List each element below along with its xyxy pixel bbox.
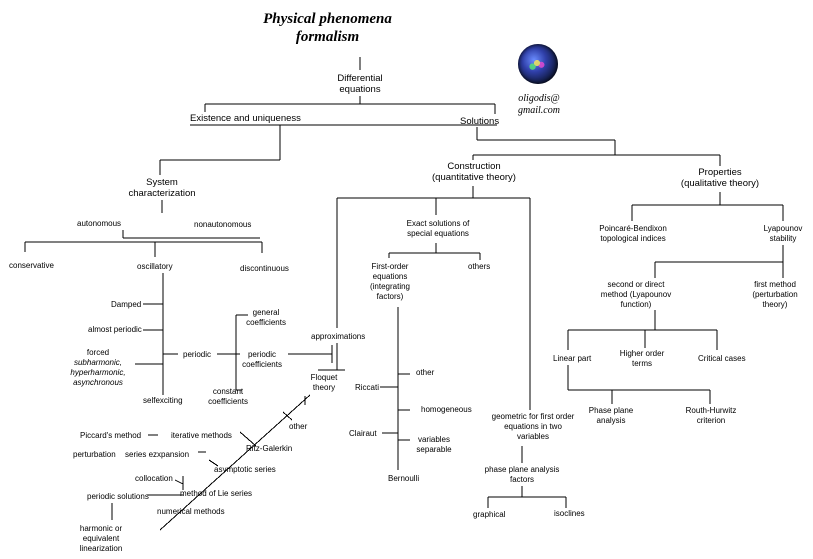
- diagram-title: Physical phenomena formalism: [230, 10, 425, 46]
- node-linear-part: Linear part: [553, 354, 592, 363]
- node-variables-separable: variables separable: [416, 435, 452, 454]
- node-autonomous: autonomous: [77, 219, 122, 228]
- node-perturbation: perturbation: [73, 450, 116, 459]
- node-construction: Construction (quantitative theory): [432, 161, 516, 183]
- node-forced: forced subharmonic, hyperharmonic, async…: [70, 348, 126, 387]
- node-periodic-coefficients: periodic coefficients: [242, 350, 282, 369]
- node-solutions: Solutions: [460, 116, 500, 127]
- email-line-2: gmail.com: [518, 105, 560, 116]
- node-properties: Properties (qualitative theory): [680, 167, 760, 189]
- node-second-method: second or direct method (Lyapounov funct…: [600, 280, 672, 309]
- node-harmonic-linearization: harmonic or equivalent linearization: [79, 524, 123, 553]
- node-method-lie-series: method of Lie series: [180, 489, 253, 498]
- node-geometric: geometric for first order equations in t…: [491, 412, 575, 441]
- node-lyapounov-stability: Lyapounov stability: [763, 224, 803, 243]
- node-damped: Damped: [111, 300, 142, 309]
- node-periodic-solutions: periodic solutions: [87, 492, 149, 501]
- node-discontinuous: discontinuous: [240, 264, 289, 273]
- node-other-approx: other: [289, 422, 308, 431]
- node-phase-plane-factors: phase plane analysis factors: [484, 465, 560, 484]
- node-graphical: graphical: [473, 510, 506, 519]
- node-collocation: collocation: [135, 474, 173, 483]
- node-approximations: approximations: [311, 332, 366, 341]
- node-conservative: conservative: [9, 261, 54, 270]
- node-other-first-order: other: [416, 368, 435, 377]
- node-differential-equations: Differential equations: [337, 73, 383, 95]
- node-system-characterization: System characterization: [128, 177, 196, 199]
- node-exact-solutions: Exact solutions of special equations: [406, 219, 470, 238]
- title-line-2: formalism: [295, 29, 360, 45]
- node-asymptotic-series: asymptotic series: [214, 465, 276, 474]
- node-general-coefficients: general coefficients: [246, 308, 286, 327]
- node-periodic: periodic: [183, 350, 212, 359]
- node-poincare-bendixon: Poincaré-Bendixon topological indices: [599, 224, 667, 243]
- node-clairaut: Clairaut: [349, 429, 377, 438]
- node-higher-order-terms: Higher order terms: [619, 349, 665, 368]
- node-homogeneous: homogeneous: [421, 405, 472, 414]
- globe-logo-icon: [518, 44, 558, 84]
- node-first-order-equations: First-order equations (integrating facto…: [369, 262, 411, 301]
- node-others: others: [468, 262, 491, 271]
- node-riccati: Riccati: [355, 383, 380, 392]
- node-phase-plane-analysis: Phase plane analysis: [588, 406, 634, 425]
- node-critical-cases: Critical cases: [698, 354, 746, 363]
- node-isoclines: isoclines: [554, 509, 585, 518]
- node-nonautonomous: nonautonomous: [194, 220, 252, 229]
- node-constant-coefficients: constant coefficients: [208, 387, 248, 406]
- node-piccard-method: Piccard's method: [80, 431, 142, 440]
- node-floquet-theory: Floquet theory: [310, 373, 338, 392]
- node-existence-uniqueness: Existence and uniqueness: [190, 113, 301, 124]
- email-line-1: oligodis@: [518, 93, 560, 104]
- node-bernoulli: Bernoulli: [388, 474, 420, 483]
- title-line-1: Physical phenomena: [263, 11, 392, 27]
- author-email[interactable]: oligodis@ gmail.com: [503, 93, 575, 117]
- node-first-method: first method (perturbation theory): [752, 280, 798, 309]
- node-oscillatory: oscillatory: [137, 262, 173, 271]
- node-iterative-methods: iterative methods: [171, 431, 232, 440]
- node-series-expansion: series ezxpansion: [125, 450, 190, 459]
- node-numerical-methods: numerical methods: [157, 507, 225, 516]
- node-ritz-galerkin: Ritz-Galerkin: [246, 444, 293, 453]
- node-routh-hurwitz: Routh-Hurwitz criterion: [685, 406, 737, 425]
- node-selfexciting: selfexciting: [143, 396, 183, 405]
- node-almost-periodic: almost periodic: [88, 325, 142, 334]
